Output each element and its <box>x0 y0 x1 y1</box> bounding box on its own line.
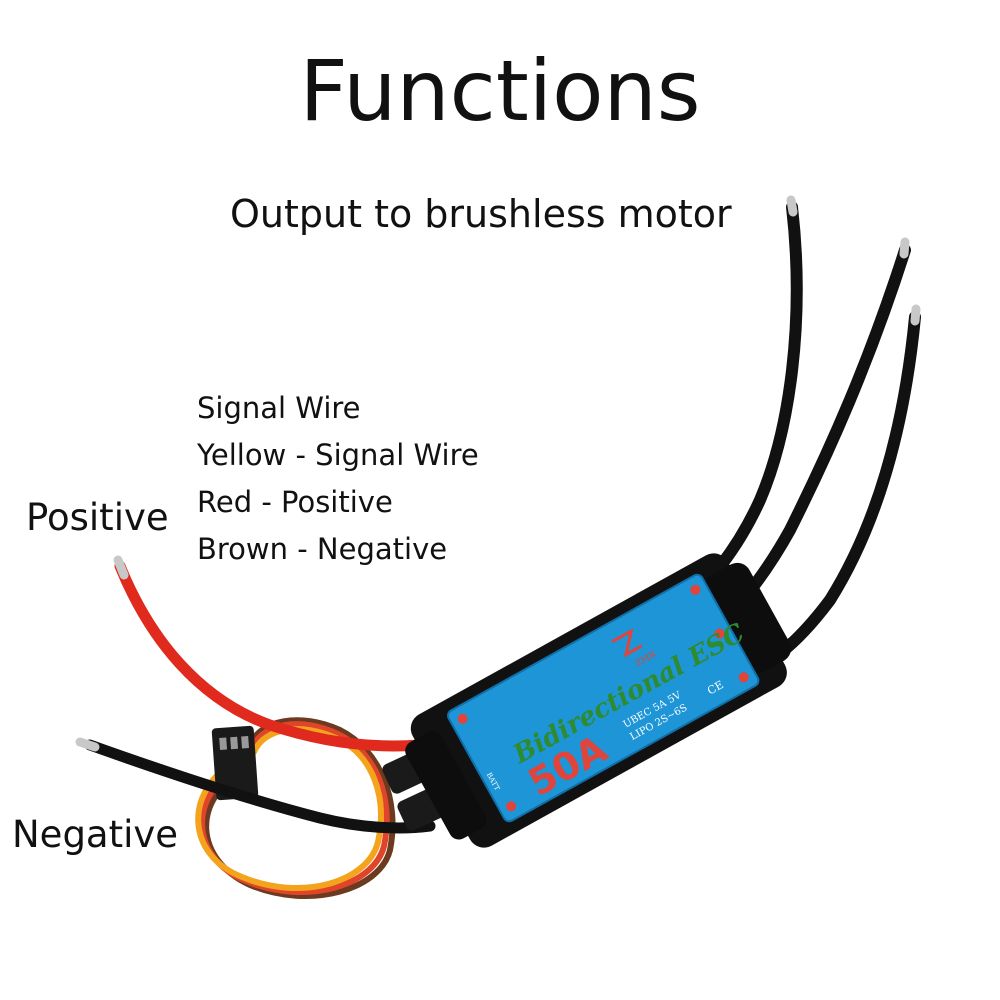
legend-item: Signal Wire <box>197 391 361 425</box>
esc-body: ZMR Bidirectional ESC 50A UBEC 5A 5V LIP… <box>405 553 792 848</box>
marker-c <box>690 584 701 595</box>
output-motor-label: Output to brushless motor <box>230 192 732 236</box>
signal-wire-legend: Signal Wire Yellow - Signal Wire Red - P… <box>197 385 479 573</box>
legend-item: Yellow - Signal Wire <box>197 438 479 472</box>
positive-wire <box>114 560 426 752</box>
marker-plus <box>457 713 468 724</box>
page-title: Functions <box>299 42 701 140</box>
signal-wire-yellow <box>195 726 384 891</box>
negative-label: Negative <box>12 813 179 856</box>
esc-label <box>447 574 759 822</box>
negative-wire-tip <box>75 737 100 752</box>
marker-minus <box>506 801 517 812</box>
positive-wire-tip <box>113 555 129 580</box>
servo-connector <box>211 725 259 801</box>
signal-wire-bundle <box>195 717 396 899</box>
positive-label: Positive <box>26 496 169 539</box>
legend-item: Red - Positive <box>197 485 393 519</box>
motor-wire-tips <box>786 195 921 326</box>
motor-wire-3 <box>749 311 921 674</box>
marker-b <box>714 628 725 639</box>
legend-item: Brown - Negative <box>197 532 448 566</box>
marker-a <box>738 672 749 683</box>
negative-wire <box>84 739 436 834</box>
